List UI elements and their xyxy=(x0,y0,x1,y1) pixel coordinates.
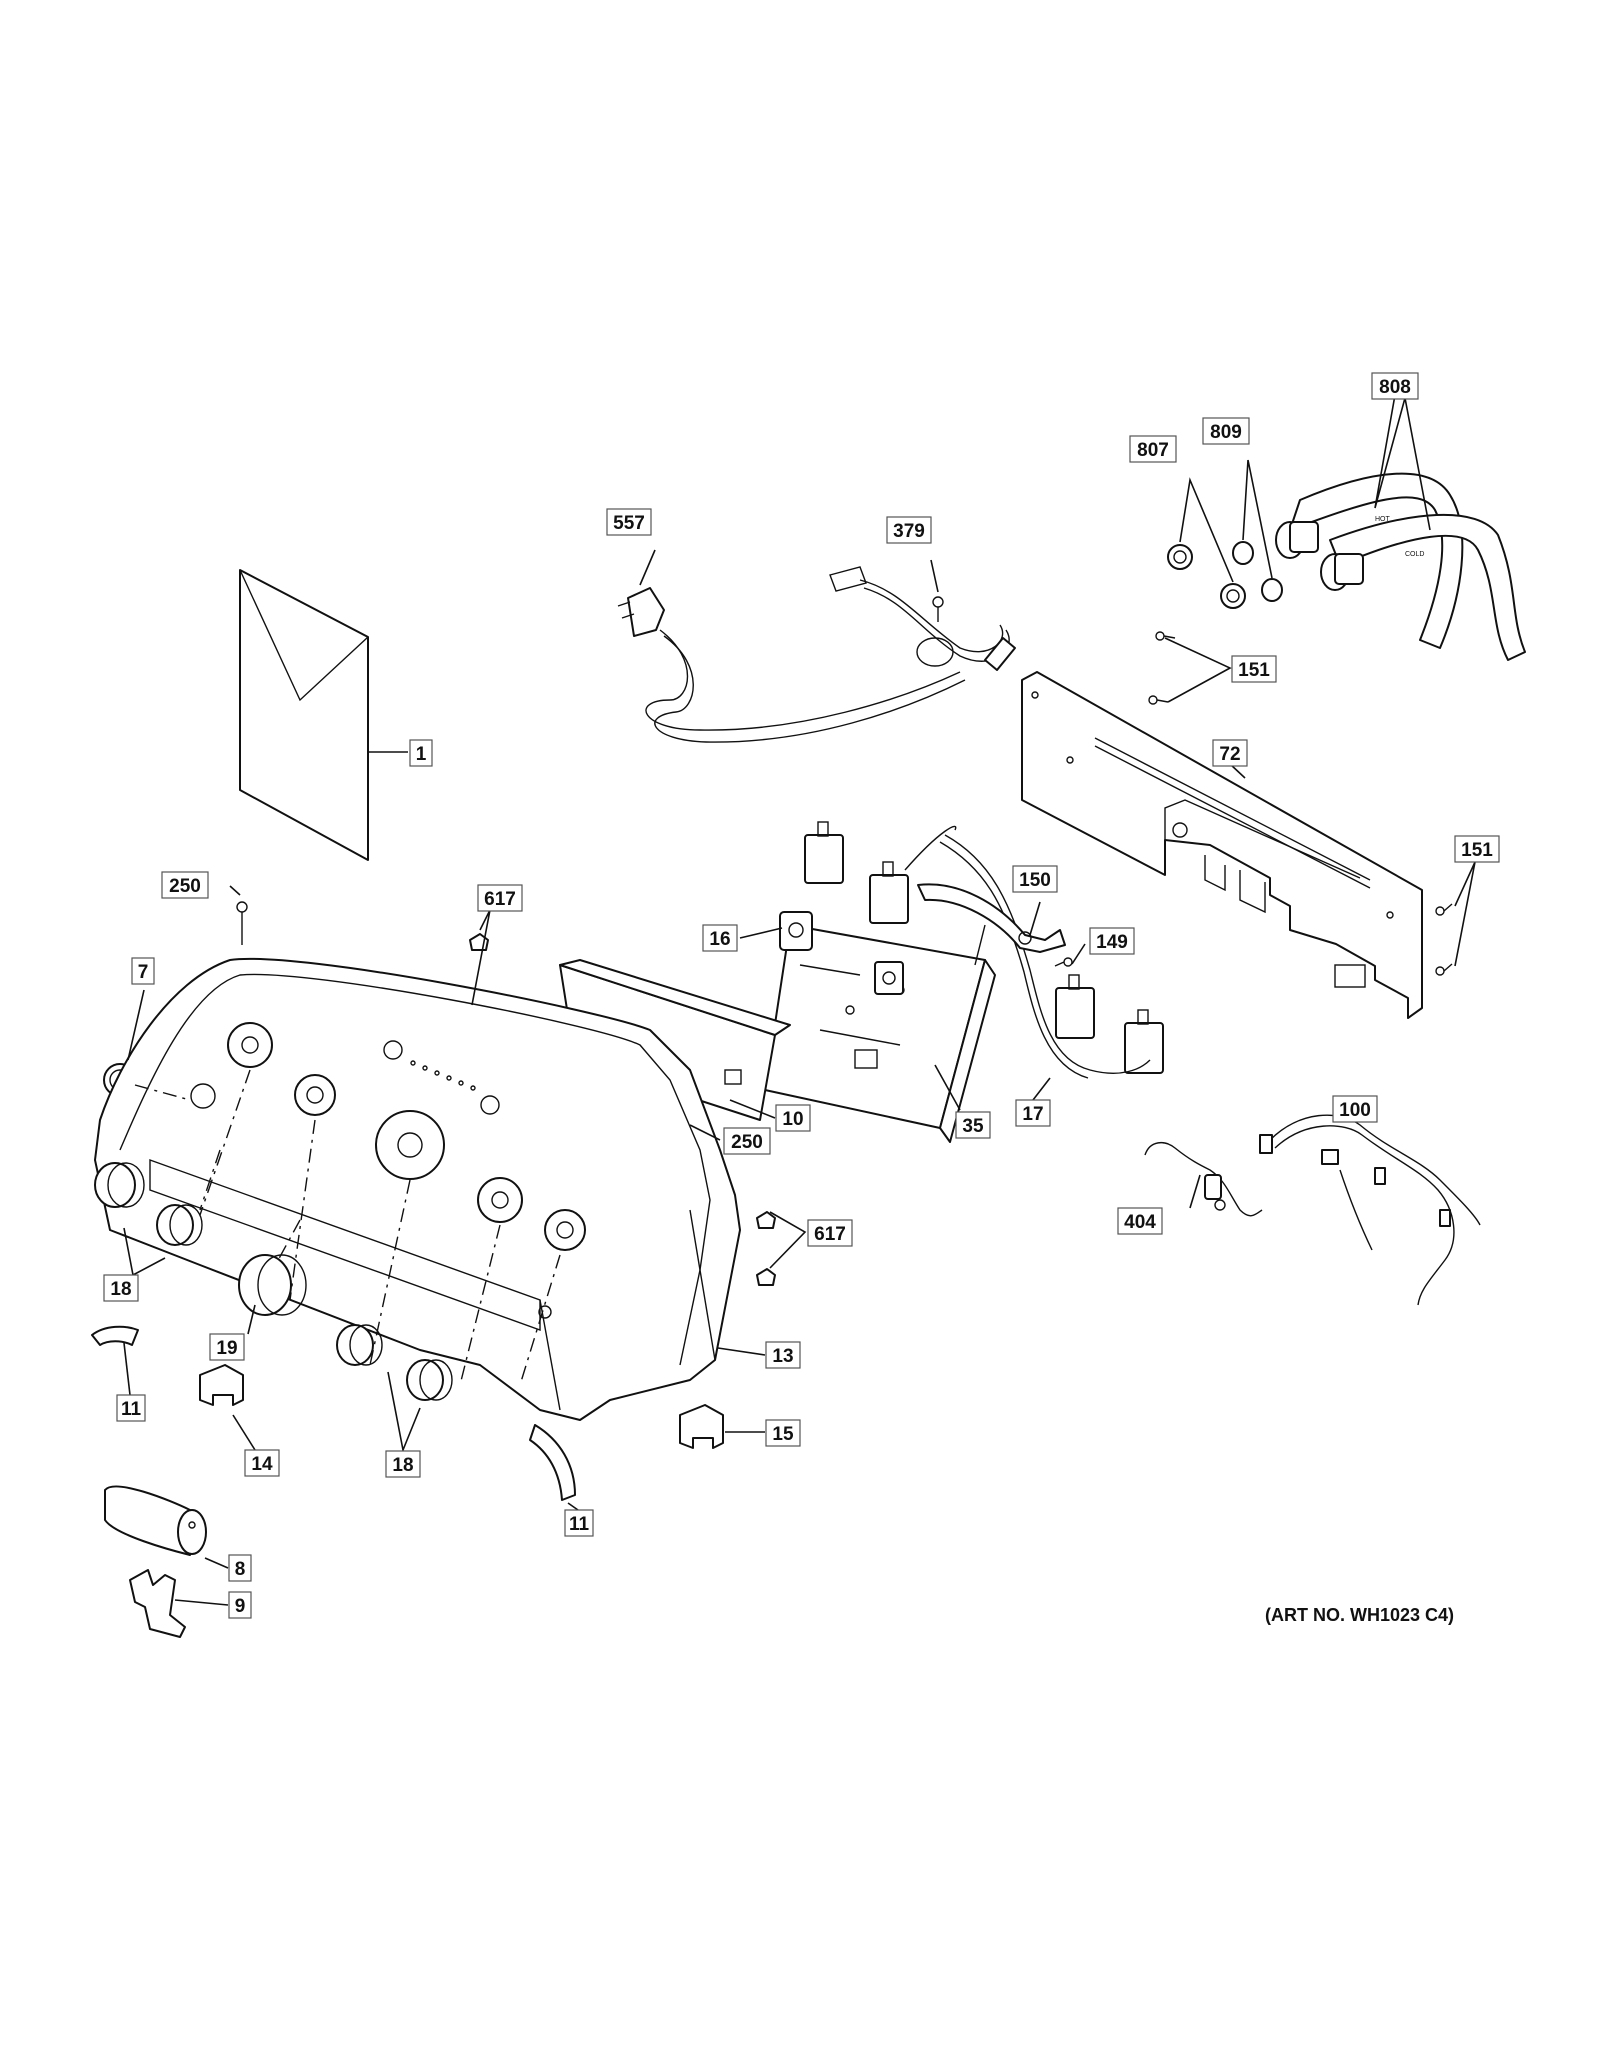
part-overlay-11-small xyxy=(91,1325,139,1346)
part-screw-379 xyxy=(932,596,944,622)
part-screws-151 xyxy=(1148,631,1453,976)
callout-9: 9 xyxy=(228,1591,252,1619)
svg-text:18: 18 xyxy=(110,1279,131,1300)
svg-text:557: 557 xyxy=(613,513,645,534)
svg-text:617: 617 xyxy=(484,889,516,910)
callout-35: 35 xyxy=(955,1111,991,1139)
svg-text:9: 9 xyxy=(235,1596,246,1617)
svg-text:16: 16 xyxy=(709,929,730,950)
svg-text:807: 807 xyxy=(1137,440,1169,461)
svg-text:14: 14 xyxy=(251,1454,273,1475)
callout-808: 808 xyxy=(1371,372,1419,400)
callout-250-top: 250 xyxy=(161,871,209,899)
part-main-control-board xyxy=(764,924,996,1143)
part-board-cover xyxy=(559,959,791,1121)
callout-807: 807 xyxy=(1129,435,1177,463)
callout-18-left: 18 xyxy=(103,1274,139,1302)
svg-text:11: 11 xyxy=(569,1514,590,1535)
part-screw-250-top xyxy=(236,901,248,945)
callout-151-right: 151 xyxy=(1454,835,1500,863)
part-literature-envelope xyxy=(239,569,369,861)
callout-151-top: 151 xyxy=(1231,655,1277,683)
part-capacitor-8 xyxy=(104,1485,207,1556)
svg-text:8: 8 xyxy=(235,1559,246,1580)
callout-149: 149 xyxy=(1089,927,1135,955)
svg-text:379: 379 xyxy=(893,521,925,542)
part-screw-149 xyxy=(1054,957,1073,967)
svg-text:151: 151 xyxy=(1461,840,1493,861)
part-wire-harness-17 xyxy=(904,825,1151,1079)
svg-text:151: 151 xyxy=(1238,660,1270,681)
part-control-bracket xyxy=(1021,671,1423,1019)
callout-13: 13 xyxy=(765,1341,801,1369)
callout-1: 1 xyxy=(409,739,433,767)
svg-text:149: 149 xyxy=(1096,932,1128,953)
svg-text:17: 17 xyxy=(1022,1104,1043,1125)
part-rotary-switch xyxy=(874,961,904,995)
callout-11-small: 11 xyxy=(116,1394,146,1422)
part-knob-19 xyxy=(238,1254,307,1316)
callout-150: 150 xyxy=(1012,865,1058,893)
part-harness-404 xyxy=(1144,1142,1263,1217)
callout-10: 10 xyxy=(775,1104,811,1132)
hot-hose-label: HOT xyxy=(1375,516,1391,523)
svg-text:72: 72 xyxy=(1219,744,1240,765)
callout-7: 7 xyxy=(131,957,155,985)
part-harness-100 xyxy=(1259,1114,1481,1306)
callout-379: 379 xyxy=(886,516,932,544)
assembly-lines xyxy=(134,1069,561,1386)
callout-809: 809 xyxy=(1202,417,1250,445)
svg-text:18: 18 xyxy=(392,1455,413,1476)
svg-text:7: 7 xyxy=(138,962,149,983)
cold-hose-label: COLD xyxy=(1405,551,1424,558)
svg-text:100: 100 xyxy=(1339,1100,1371,1121)
svg-text:11: 11 xyxy=(121,1399,142,1420)
part-control-panel xyxy=(94,957,741,1421)
callout-19: 19 xyxy=(209,1333,245,1361)
part-capacitor-bracket-9 xyxy=(129,1569,186,1638)
svg-text:35: 35 xyxy=(962,1116,984,1137)
callout-11-curved: 11 xyxy=(564,1509,594,1537)
callout-250-mid: 250 xyxy=(723,1127,771,1155)
svg-text:404: 404 xyxy=(1124,1212,1156,1233)
svg-text:13: 13 xyxy=(772,1346,793,1367)
part-hose-washers xyxy=(1167,541,1283,609)
svg-text:19: 19 xyxy=(216,1338,237,1359)
callout-14: 14 xyxy=(244,1449,280,1477)
callout-100: 100 xyxy=(1332,1095,1378,1123)
leader-lines xyxy=(123,394,1476,1606)
svg-text:15: 15 xyxy=(772,1424,794,1445)
callout-15: 15 xyxy=(765,1419,801,1447)
callout-617-right: 617 xyxy=(807,1219,853,1247)
svg-text:250: 250 xyxy=(731,1132,763,1153)
callout-8: 8 xyxy=(228,1554,252,1582)
art-number: (ART NO. WH1023 C4) xyxy=(1265,1605,1455,1625)
svg-text:809: 809 xyxy=(1210,422,1242,443)
callout-18-bottom: 18 xyxy=(385,1450,421,1478)
part-power-cord xyxy=(617,566,1016,743)
part-lid-lock-switches xyxy=(804,821,1164,1074)
svg-text:808: 808 xyxy=(1379,377,1411,398)
callout-72: 72 xyxy=(1212,739,1248,767)
part-knobs-18 xyxy=(94,1162,453,1401)
svg-text:150: 150 xyxy=(1019,870,1051,891)
part-overlay-11-curved xyxy=(529,1424,576,1501)
callout-17: 17 xyxy=(1015,1099,1051,1127)
part-pressure-sensor-16 xyxy=(779,911,813,951)
callout-557: 557 xyxy=(606,508,652,536)
svg-text:250: 250 xyxy=(169,876,201,897)
svg-text:10: 10 xyxy=(782,1109,803,1130)
svg-text:617: 617 xyxy=(814,1224,846,1245)
part-lever-150 xyxy=(917,883,1066,966)
svg-text:1: 1 xyxy=(416,744,427,765)
callout-16: 16 xyxy=(702,924,738,952)
callout-617-top: 617 xyxy=(477,884,523,912)
part-bracket-14 xyxy=(199,1364,244,1406)
part-fill-hoses: HOT COLD xyxy=(1275,472,1526,661)
part-bracket-15 xyxy=(679,1404,724,1449)
callout-404: 404 xyxy=(1117,1207,1163,1235)
